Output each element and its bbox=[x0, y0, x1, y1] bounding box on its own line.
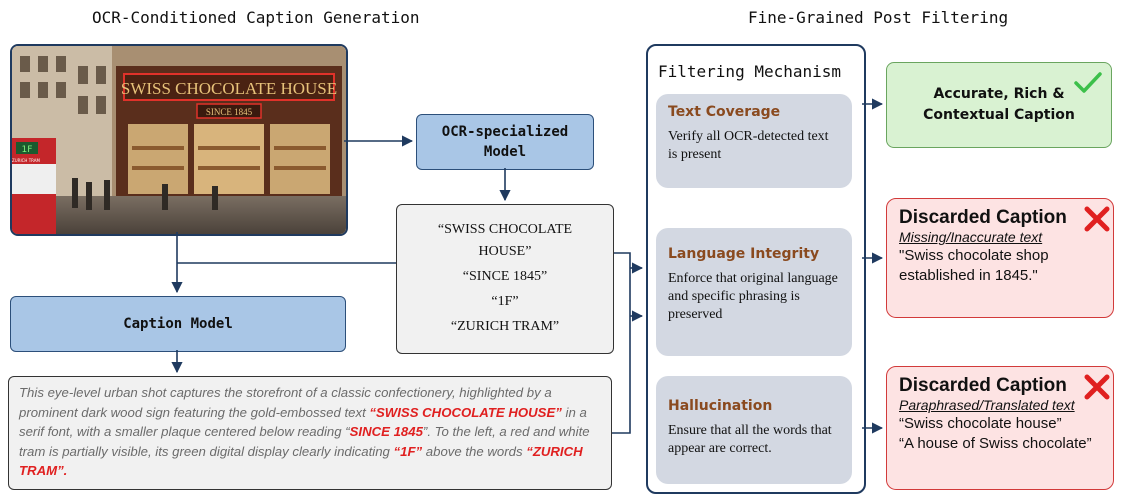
discard-reason: Missing/Inaccurate text bbox=[899, 229, 1043, 245]
caption-part-4: above the words bbox=[422, 443, 527, 459]
arrow-to-filter-trunk bbox=[612, 252, 631, 434]
accepted-line-2: Contextual Caption bbox=[923, 107, 1075, 123]
cross-icon bbox=[1084, 206, 1110, 232]
discard-reason: Paraphrased/Translated text bbox=[899, 397, 1075, 413]
check-icon bbox=[1074, 72, 1102, 93]
discard-example: “A house of Swiss chocolate” bbox=[899, 435, 1092, 452]
right-section-title: Fine-Grained Post Filtering bbox=[748, 8, 1009, 27]
ocr-results-box: “SWISS CHOCOLATE HOUSE” “SINCE 1845” “1F… bbox=[396, 204, 614, 354]
cross-icon bbox=[1084, 374, 1110, 400]
caption-highlight-tram: “ZURICH TRAM”. bbox=[19, 443, 583, 479]
discarded-caption-box-2: Discarded Caption Paraphrased/Translated… bbox=[886, 366, 1114, 490]
ocr-result-2: “SINCE 1845” bbox=[462, 269, 548, 284]
caption-model-box: Caption Model bbox=[10, 296, 346, 352]
accepted-caption-label: Accurate, Rich & Contextual Caption bbox=[923, 84, 1075, 126]
filter-card-name: Hallucination bbox=[668, 398, 773, 414]
ocr-result-1: “SWISS CHOCOLATE HOUSE” bbox=[437, 222, 573, 259]
tram-words-text: ZURICH TRAM bbox=[12, 158, 40, 163]
caption-model-label: Caption Model bbox=[123, 316, 233, 332]
caption-highlight-1f: “1F” bbox=[393, 443, 423, 459]
caption-part-3: ”. To the left, a red and white tram is … bbox=[19, 424, 590, 459]
storefront-sign-text: SWISS CHOCOLATE HOUSE bbox=[121, 79, 337, 98]
filtering-mechanism-frame: Filtering Mechanism Text Coverage Verify… bbox=[646, 44, 866, 494]
ocr-result-4: “ZURICH TRAM” bbox=[450, 319, 560, 334]
accepted-caption-box: Accurate, Rich & Contextual Caption bbox=[886, 62, 1112, 148]
filtering-mechanism-title: Filtering Mechanism bbox=[658, 62, 842, 81]
storefront-plaque-text: SINCE 1845 bbox=[206, 107, 253, 117]
discard-example: “Swiss chocolate house” bbox=[899, 415, 1062, 432]
left-section-title: OCR-Conditioned Caption Generation bbox=[92, 8, 420, 27]
filter-card-language-integrity: Language Integrity Enforce that original… bbox=[656, 228, 852, 356]
discarded-title: Discarded Caption bbox=[899, 375, 1067, 396]
ocr-result-3: “1F” bbox=[491, 294, 519, 309]
filter-card-text-coverage: Text Coverage Verify all OCR-detected te… bbox=[656, 94, 852, 188]
filter-card-desc: Enforce that original language and speci… bbox=[668, 271, 838, 322]
storefront-illustration: SWISS CHOCOLATE HOUSE SINCE 1845 1F ZURI… bbox=[12, 46, 346, 234]
generated-caption-box: This eye-level urban shot captures the s… bbox=[8, 376, 612, 490]
tram-display-text: 1F bbox=[22, 145, 33, 155]
caption-part-1: This eye-level urban shot captures the s… bbox=[19, 385, 552, 420]
storefront-photo: SWISS CHOCOLATE HOUSE SINCE 1845 1F ZURI… bbox=[10, 44, 348, 236]
discarded-caption-box-1: Discarded Caption Missing/Inaccurate tex… bbox=[886, 198, 1114, 318]
filter-card-desc: Verify all OCR-detected text is present bbox=[668, 129, 829, 162]
caption-part-2: in a serif font, with a smaller plaque c… bbox=[19, 404, 587, 440]
discarded-title: Discarded Caption bbox=[899, 207, 1067, 228]
caption-highlight-since: SINCE 1845 bbox=[349, 424, 423, 439]
filter-card-name: Language Integrity bbox=[668, 246, 820, 262]
filter-card-name: Text Coverage bbox=[668, 104, 781, 120]
filter-card-hallucination: Hallucination Ensure that all the words … bbox=[656, 376, 852, 484]
filter-card-desc: Ensure that all the words that appear ar… bbox=[668, 423, 832, 456]
ocr-model-label: OCR-specialized Model bbox=[441, 124, 569, 160]
accepted-line-1: Accurate, Rich & bbox=[933, 86, 1065, 102]
caption-highlight-sign: “SWISS CHOCOLATE HOUSE” bbox=[369, 404, 562, 420]
discard-example: "Swiss chocolate shop established in 184… bbox=[899, 247, 1049, 284]
